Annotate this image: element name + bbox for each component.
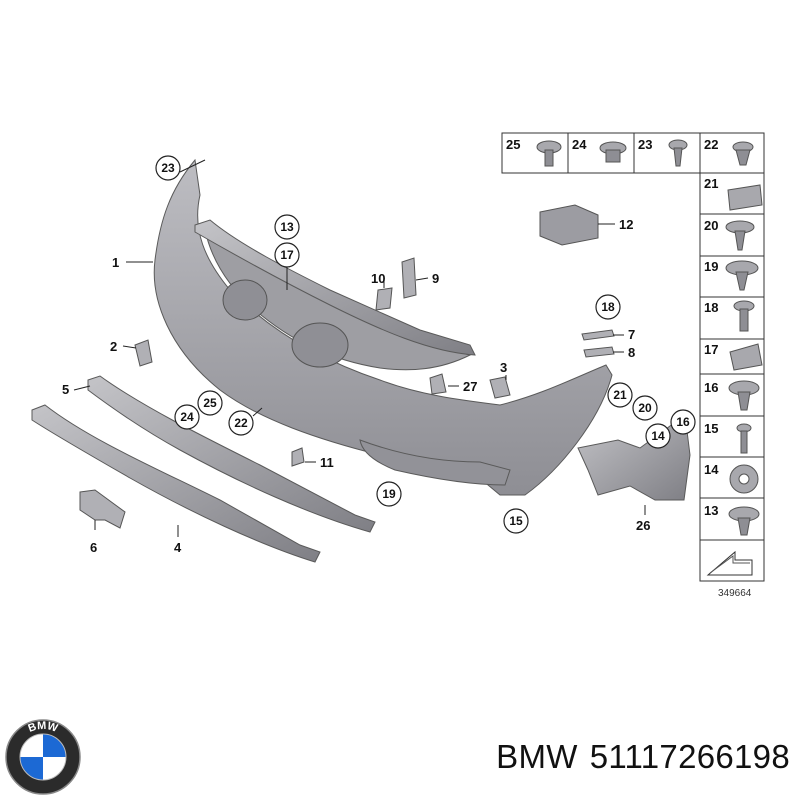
- arrow-marker-icon: [706, 550, 753, 576]
- callout-18-label: 18: [601, 300, 615, 314]
- fastener-16-label: 16: [704, 380, 718, 395]
- callout-12: 12: [619, 217, 633, 232]
- callout-20-label: 20: [638, 401, 652, 415]
- part-27: [429, 373, 447, 395]
- callout-25: [197, 390, 223, 416]
- callout-6: 6: [90, 540, 97, 555]
- callout-27: 27: [463, 379, 477, 394]
- fastener-19-label: 19: [704, 259, 718, 274]
- part-7: [581, 329, 615, 341]
- diagram-reference-number: 349664: [718, 588, 752, 599]
- fastener-20-icon: [725, 220, 755, 251]
- part-11: [291, 447, 305, 467]
- fastener-18-icon: [733, 300, 755, 332]
- fastener-21-label: 21: [704, 176, 718, 191]
- callout-4: 4: [174, 540, 182, 555]
- callout-22-label: 22: [234, 416, 248, 430]
- part-2: [134, 339, 153, 367]
- bumper-cover: [153, 158, 613, 496]
- fastener-19-icon: [725, 260, 759, 291]
- callout-23: [155, 155, 181, 181]
- callout-16: [670, 409, 696, 435]
- callout-9: 9: [432, 271, 439, 286]
- callout-21: [607, 382, 633, 408]
- bumper-support-strip: [194, 219, 476, 356]
- callout-16-label: 16: [676, 415, 690, 429]
- callout-19: [376, 481, 402, 507]
- kidney-grille-right: [291, 322, 349, 368]
- small-parts-table-side: 21 20 19 18 17 16 15 14 13: [699, 172, 765, 582]
- callout-26: 26: [636, 518, 650, 533]
- part-3: [489, 376, 511, 399]
- callout-15-label: 15: [509, 514, 523, 528]
- callout-13-label: 13: [280, 220, 294, 234]
- callout-5: 5: [62, 382, 69, 397]
- kidney-grille-left: [222, 279, 268, 321]
- callout-24: [174, 404, 200, 430]
- bmw-logo-icon: BMW: [5, 719, 81, 795]
- caption-part-number: 51117266198: [589, 738, 790, 775]
- callout-11: 11: [320, 455, 334, 470]
- fastener-15-icon: [736, 423, 752, 454]
- fastener-17-icon: [729, 343, 763, 371]
- fastener-17-label: 17: [704, 342, 718, 357]
- callout-17-label: 17: [280, 248, 294, 262]
- lower-grille-5: [87, 375, 376, 533]
- callout-21-label: 21: [613, 388, 627, 402]
- fastener-14-label: 14: [704, 462, 719, 477]
- fastener-18-label: 18: [704, 300, 718, 315]
- callout-8: 8: [628, 345, 635, 360]
- part-8: [583, 346, 615, 358]
- callout-25-label: 25: [203, 396, 217, 410]
- part-10: [375, 287, 393, 311]
- callout-24-label: 24: [180, 410, 194, 424]
- callout-23-label: 23: [161, 161, 175, 175]
- fastener-13-label: 13: [704, 503, 718, 518]
- part-9: [401, 257, 417, 299]
- callout-13: [274, 214, 300, 240]
- fastener-25-icon: [536, 140, 562, 167]
- callout-3: 3: [500, 360, 507, 375]
- bmw-logo-lettering: BMW: [27, 720, 60, 735]
- callout-14-label: 14: [651, 429, 665, 443]
- fastener-20-label: 20: [704, 218, 718, 233]
- caption-brand: BMW: [496, 738, 578, 775]
- fastener-21-icon: [727, 184, 763, 211]
- fastener-14-icon: [729, 464, 759, 494]
- fastener-22-icon: [732, 141, 754, 166]
- fastener-13-icon: [728, 506, 760, 536]
- fastener-25-label: 25: [506, 137, 520, 152]
- part-6: [79, 489, 126, 529]
- callout-22: [228, 410, 254, 436]
- fastener-16-icon: [728, 380, 760, 411]
- callout-7: 7: [628, 327, 635, 342]
- fastener-24-label: 24: [572, 137, 587, 152]
- lower-grille-4: [31, 404, 321, 563]
- callout-1: 1: [112, 255, 119, 270]
- fastener-23-icon: [668, 139, 688, 167]
- fastener-22-label: 22: [704, 137, 718, 152]
- small-parts-table-top: 25 24 23 22: [501, 132, 765, 174]
- fastener-23-label: 23: [638, 137, 652, 152]
- callout-20: [632, 395, 658, 421]
- callout-2: 2: [110, 339, 117, 354]
- part-12: [539, 204, 599, 246]
- callout-19-label: 19: [382, 487, 396, 501]
- callout-15: [503, 508, 529, 534]
- fastener-15-label: 15: [704, 421, 718, 436]
- fastener-24-icon: [599, 141, 627, 163]
- lower-intake: [359, 439, 511, 486]
- callout-14: [645, 423, 671, 449]
- part-caption: BMW 51117266198: [496, 738, 790, 776]
- callout-18: [595, 294, 621, 320]
- callout-10: 10: [371, 271, 385, 286]
